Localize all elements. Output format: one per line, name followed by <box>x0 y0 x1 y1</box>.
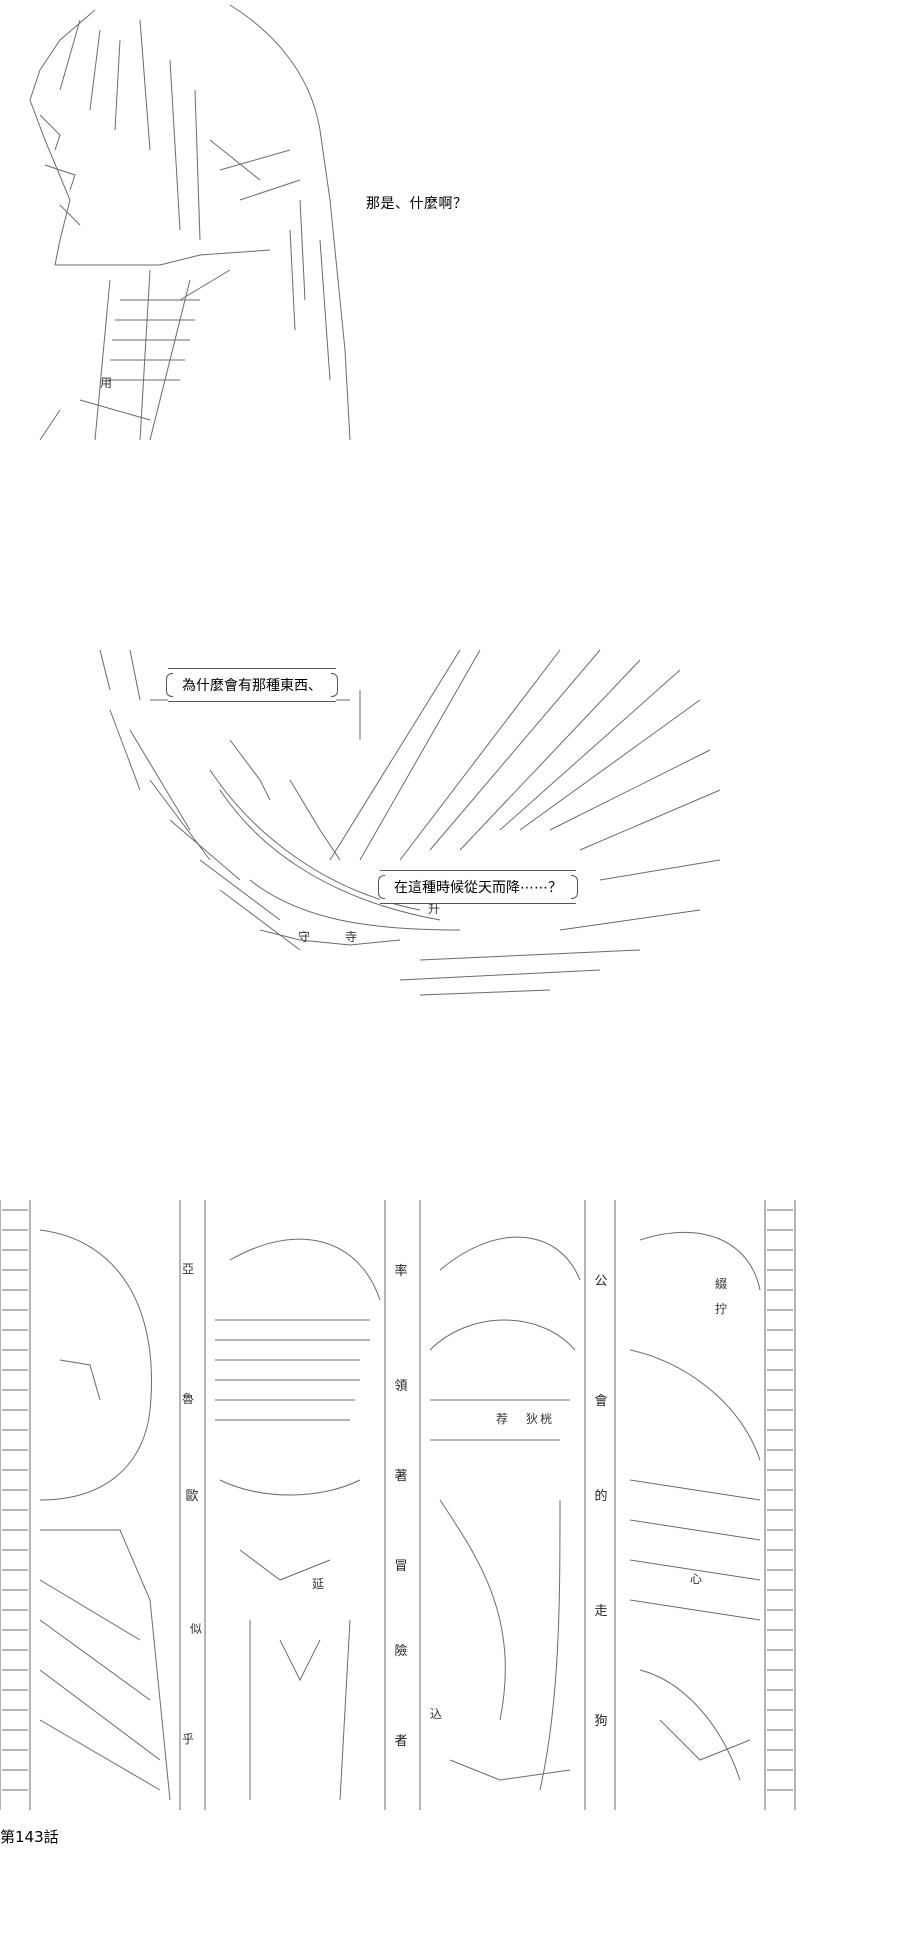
panel-2-art-text-2: 寺 <box>345 930 358 944</box>
panel-2-bubble-top: 為什麼會有那種東西、 <box>166 668 338 702</box>
panel-1-art-label: 用 <box>100 376 113 390</box>
art-word: 桄 <box>540 1412 553 1426</box>
art-word: 似 <box>190 1622 203 1636</box>
panel-2: 守 寺 升 為什麼會有那種東西、 在這種時候從天而降⋯⋯？ <box>0 630 900 1010</box>
column-label: 冒 <box>394 1559 408 1574</box>
art-word: 心 <box>690 1572 703 1586</box>
column-label: 公 <box>594 1274 608 1289</box>
panel-2-line-art <box>99 649 721 996</box>
column-label: 歐 <box>185 1489 199 1504</box>
panel-1-line-art <box>29 4 351 441</box>
column-label: 險 <box>394 1644 408 1659</box>
panel-2-bubble-mid: 在這種時候從天而降⋯⋯？ <box>378 870 578 904</box>
column-label: 的 <box>594 1489 608 1504</box>
panel-2-art-text-1: 守 <box>298 930 311 944</box>
art-word: 乎 <box>182 1732 195 1746</box>
column-label: 者 <box>394 1734 408 1749</box>
art-word: 綴 <box>715 1277 728 1291</box>
column-label: 會 <box>594 1394 608 1409</box>
art-word: 込 <box>430 1707 443 1721</box>
chapter-label: 第143話 <box>0 1828 59 1846</box>
column-label: 領 <box>394 1379 408 1394</box>
column-label: 狗 <box>594 1714 608 1729</box>
panel-2-art-text-3: 升 <box>428 902 441 916</box>
column-label: 走 <box>594 1604 608 1619</box>
panel-1: 用 那是、什麼啊？ <box>0 0 900 460</box>
art-word: 延 <box>312 1577 325 1591</box>
panel-3: 率 領 著 歐 冒 險 者 公 會 的 走 狗 亞 魯 延 似 乎 荐 狄 桄 … <box>0 1200 900 1820</box>
column-label: 著 <box>394 1469 408 1484</box>
column-label: 率 <box>394 1264 408 1279</box>
art-word: 荐 <box>496 1412 509 1426</box>
art-word: 狄 <box>526 1412 539 1426</box>
art-word: 魯 <box>182 1392 195 1406</box>
panel-1-speech: 那是、什麼啊？ <box>366 196 468 212</box>
art-word: 拧 <box>715 1302 728 1316</box>
panel-3-line-art <box>0 1200 796 1810</box>
art-word: 亞 <box>182 1262 195 1276</box>
